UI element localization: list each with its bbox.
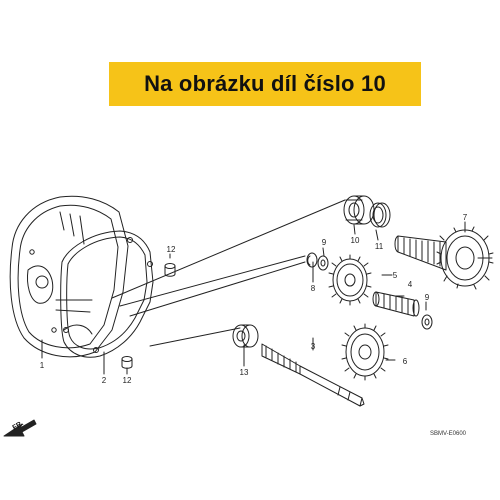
part-6-gear: [341, 323, 389, 381]
part-5-gear: [328, 254, 372, 306]
part-9-washer-upper: [317, 255, 329, 271]
label-part-9-upper: 9: [322, 238, 327, 247]
part-4-countershaft: [372, 291, 420, 317]
part-7-final-shaft: [394, 226, 494, 290]
banner-text: Na obrázku díl číslo 10: [144, 71, 386, 96]
label-part-9-lower: 9: [425, 293, 430, 302]
part-11-oil-seal: [369, 202, 391, 228]
label-part-4: 4: [408, 280, 413, 289]
label-part-3: 3: [311, 342, 316, 351]
label-part-12-top: 12: [167, 245, 176, 254]
part-13-bearing: [232, 324, 259, 348]
label-part-12-bottom: 12: [123, 376, 132, 385]
label-part-11: 11: [375, 242, 384, 251]
part-1-case-cover: [9, 195, 129, 358]
diagram-code: SBMV-E0600: [430, 431, 467, 437]
part-3-drive-shaft: [261, 343, 365, 407]
part-9-washer-lower: [421, 314, 433, 330]
label-part-2: 2: [102, 376, 107, 385]
label-part-8: 8: [311, 284, 316, 293]
part-12-dowel-pin-top: [164, 263, 176, 277]
label-part-13: 13: [240, 368, 249, 377]
part-10-bearing: [343, 195, 375, 225]
label-part-5: 5: [393, 271, 398, 280]
label-part-6: 6: [403, 357, 408, 366]
highlight-banner: Na obrázku díl číslo 10: [109, 62, 421, 106]
leader-lines: [41, 199, 466, 375]
front-direction-label: FR.: [12, 420, 25, 432]
part-2-gasket: [60, 230, 154, 358]
label-part-10: 10: [351, 236, 360, 245]
part-12-dowel-pin-bottom: [121, 356, 133, 369]
label-part-7: 7: [463, 213, 468, 222]
front-direction-arrow: [3, 419, 37, 437]
part-8-circlip: [306, 252, 318, 268]
label-part-1: 1: [40, 361, 45, 370]
